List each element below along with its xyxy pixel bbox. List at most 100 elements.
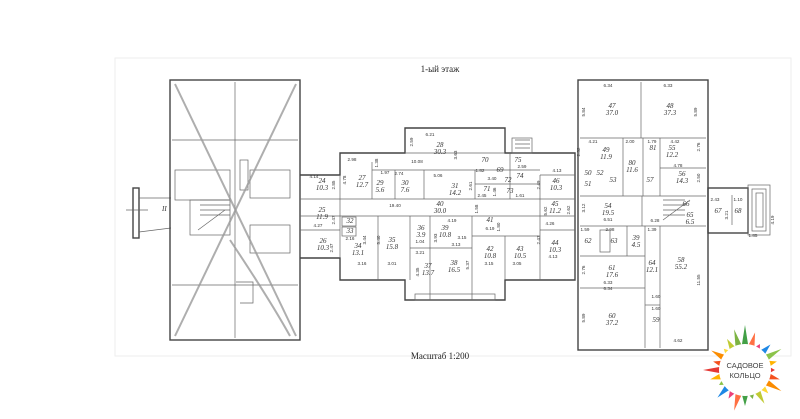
right-porch (707, 184, 771, 236)
room-area: 11.9 (316, 213, 328, 221)
room-area: 14.2 (449, 189, 462, 197)
dimension-label: 1.58 (474, 204, 479, 213)
dimension-label: 4.27 (314, 223, 323, 228)
room-number: 31 (451, 182, 459, 190)
logo-line-2: КОЛЬЦО (729, 371, 760, 380)
room-area: 55.2 (675, 263, 688, 271)
logo-line-1: САДОВОЕ (726, 361, 763, 370)
left-porch (126, 187, 172, 239)
dimension-label: 5.62 (543, 206, 548, 215)
room-number: 27 (359, 174, 367, 182)
room-number: 37 (424, 262, 433, 270)
center-block (300, 127, 576, 301)
room-area: 11.9 (600, 153, 612, 161)
room-number: 81 (650, 144, 657, 152)
room-number: 47 (609, 102, 617, 110)
dimension-label: 1.82 (476, 168, 485, 173)
dimension-label: 1.10 (734, 197, 743, 202)
dimension-label: 6.51 (604, 217, 613, 222)
dimension-label: 6.33 (664, 83, 673, 88)
dimension-label: 1.97 (381, 170, 390, 175)
dimension-label: 4.35 (415, 267, 420, 276)
dimension-label: 5.37 (465, 260, 470, 269)
room-number: 44 (552, 239, 560, 247)
dimension-label: 4.19 (770, 215, 775, 224)
room-number: 71 (484, 185, 491, 193)
dimension-label: 1.38 (374, 158, 379, 167)
room-number: 26 (320, 237, 328, 245)
room-area: 37.2 (605, 319, 619, 327)
room-number: 52 (597, 169, 605, 177)
room-number: 57 (647, 176, 655, 184)
room-number: 35 (388, 236, 397, 244)
room-number: 63 (611, 237, 619, 245)
dimension-label: 2.16 (346, 236, 355, 241)
dimension-label: 5.84 (581, 107, 586, 116)
dimension-label: 2.61 (468, 181, 473, 190)
room-number: 72 (505, 176, 513, 184)
room-area: 37.0 (605, 109, 619, 117)
room-number: 28 (437, 141, 445, 149)
room-number: 60 (609, 312, 617, 320)
room-number: 25 (319, 206, 327, 214)
room-number: 33 (346, 227, 355, 235)
left-wing (169, 79, 301, 341)
room-number: 67 (715, 207, 723, 215)
room-number: 51 (585, 180, 592, 188)
room-number: 34 (354, 242, 363, 250)
floor-title: 1-ый этаж (421, 64, 461, 74)
dimension-label: 5.40 (376, 235, 381, 244)
scale-label: Масштаб 1:200 (411, 351, 470, 361)
dimension-label: 2.50 (696, 173, 701, 182)
dimension-label: 2.43 (711, 197, 720, 202)
dimension-label: 4.78 (342, 175, 347, 184)
dimension-label: 3.01 (388, 261, 397, 266)
dimension-label: 1.04 (416, 239, 425, 244)
dimension-label: 2.85 (331, 180, 336, 189)
room-area: 16.5 (448, 266, 461, 274)
logo-ray (763, 378, 782, 391)
dimension-label: 2.59 (518, 164, 527, 169)
room-number: 53 (610, 176, 618, 184)
room-number: 48 (667, 102, 675, 110)
room-area: 12.2 (666, 151, 679, 159)
room-number: 62 (585, 237, 593, 245)
room-area: 37.3 (663, 109, 677, 117)
dimension-label: 4.78 (674, 163, 683, 168)
dimension-label: 4.13 (553, 168, 562, 173)
room-area: 10.3 (550, 184, 563, 192)
room-area: 13.1 (352, 249, 364, 257)
dimension-label: 2.49 (536, 180, 541, 189)
room-area: 11.2 (549, 207, 561, 215)
dimension-label: 1.61 (516, 193, 525, 198)
dimension-label: 3.15 (458, 235, 467, 240)
dimension-label: 10.08 (411, 159, 423, 164)
plan-frame (114, 57, 792, 357)
room-area: 10.3 (549, 246, 562, 254)
room-number: 39 (441, 224, 450, 232)
dimension-label: 4.13 (549, 254, 558, 259)
room-number: 24 (319, 177, 327, 185)
room-number: 61 (609, 264, 616, 272)
dimension-label: 5.89 (693, 107, 698, 116)
dimension-label: 3.16 (358, 261, 367, 266)
room-area: 10.3 (316, 184, 329, 192)
dimension-label: 4.42 (671, 139, 680, 144)
dimension-label: 4.14 (310, 174, 319, 179)
room-number: 30 (401, 179, 410, 187)
dimension-label: 2.47 (536, 235, 541, 244)
dimension-label: 6.19 (486, 226, 495, 231)
logo-ray (741, 393, 749, 406)
room-area: 7.6 (401, 186, 410, 194)
room-area: 10.8 (439, 231, 452, 239)
dimension-label: 6.34 (604, 83, 613, 88)
dimension-label: 3.40 (488, 176, 497, 181)
room-number: 43 (517, 245, 525, 253)
dimension-label: 1.60 (652, 306, 661, 311)
dimension-label: 3.05 (513, 261, 522, 266)
room-number: 36 (417, 224, 426, 232)
dimension-label: 3.44 (362, 235, 367, 244)
